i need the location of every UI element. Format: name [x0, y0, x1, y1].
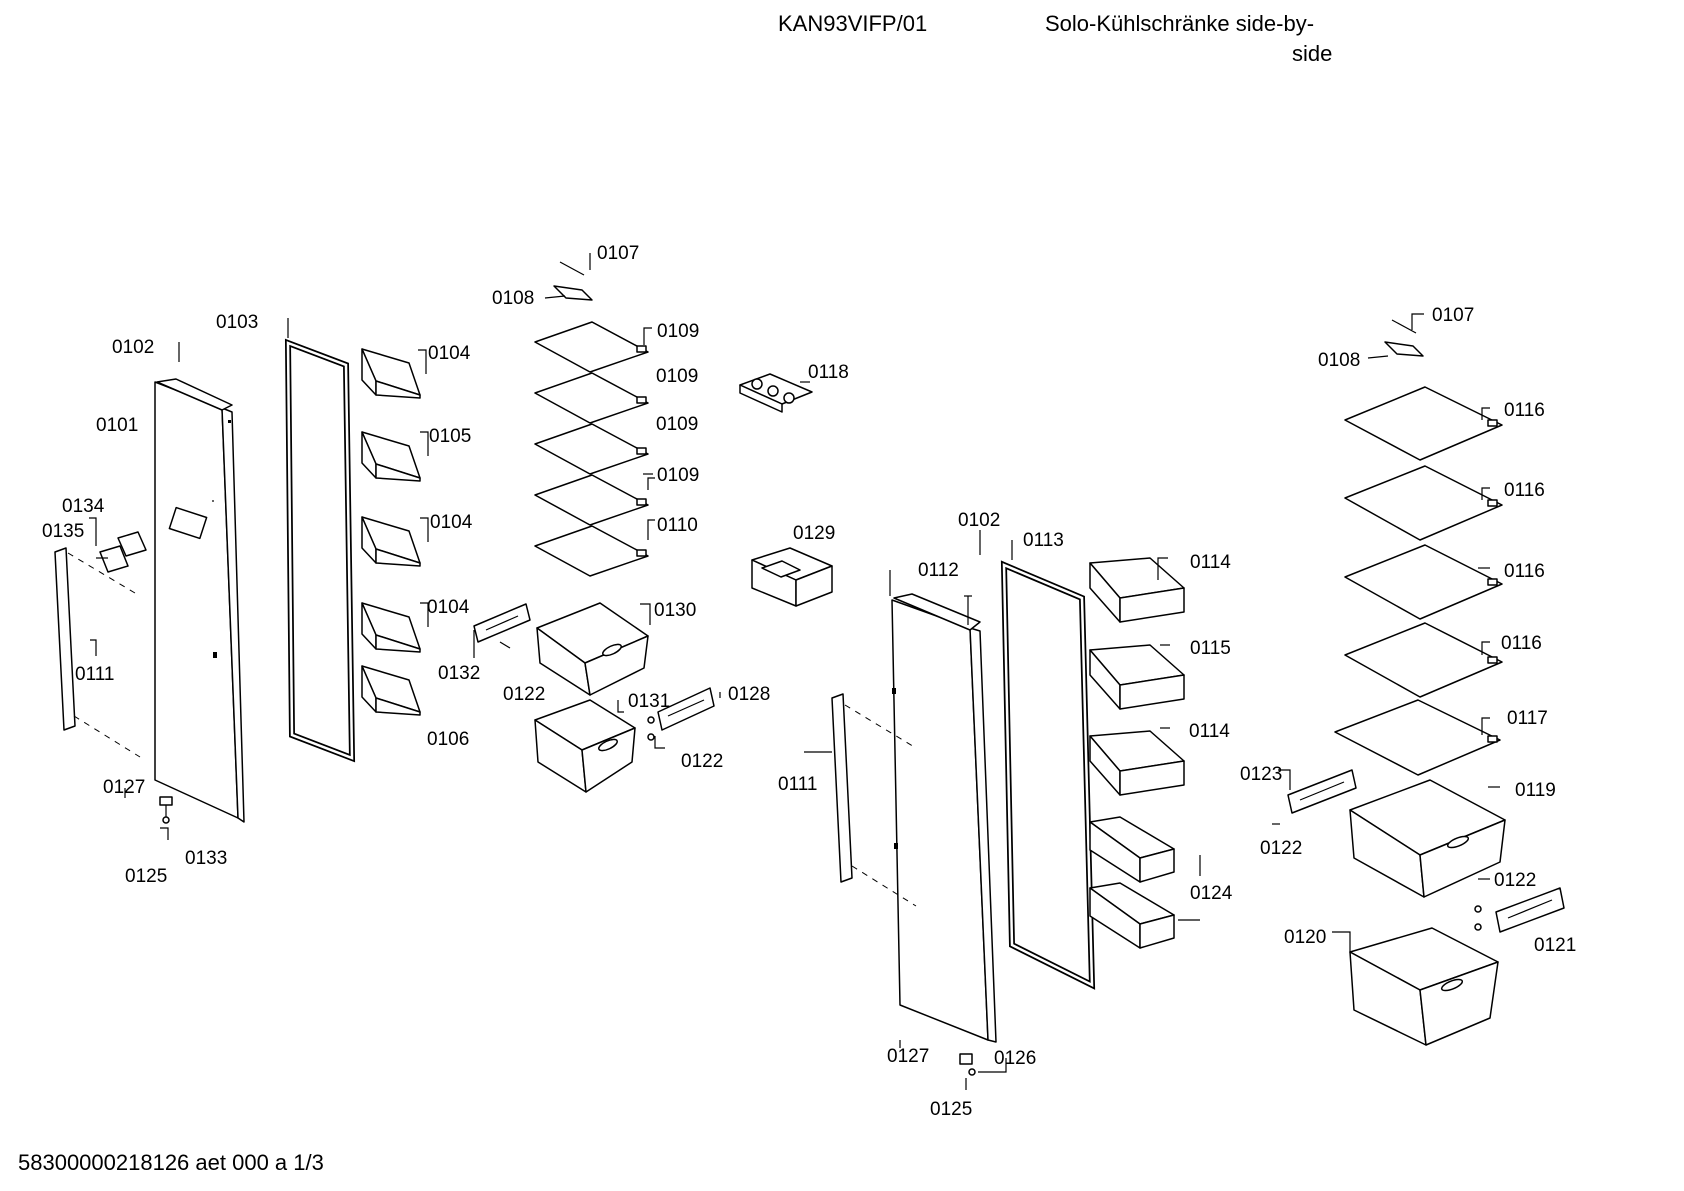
label-0134: 0134 — [62, 496, 105, 517]
label-0105: 0105 — [429, 426, 471, 447]
label-0116: 0116 — [1504, 480, 1545, 501]
drawer-0130 — [536, 602, 649, 696]
label-0106: 0106 — [427, 729, 469, 750]
label-0114: 0114 — [1190, 552, 1231, 573]
label-0123: 0123 — [1240, 764, 1282, 785]
diagram-title-line-2: side — [1292, 41, 1333, 66]
door-gasket-0113 — [1000, 560, 1096, 990]
label-0117: 0117 — [1507, 708, 1548, 729]
label-0119: 0119 — [1515, 780, 1556, 801]
hinge-0126 — [959, 1053, 976, 1076]
label-0111: 0111 — [75, 664, 114, 685]
drawer-0131 — [534, 699, 636, 793]
label-0107: 0107 — [1432, 305, 1474, 326]
label-0118: 0118 — [808, 362, 849, 383]
label-0110: 0110 — [657, 515, 698, 536]
label-0111: 0111 — [778, 774, 817, 795]
label-0103: 0103 — [216, 312, 258, 333]
label-0127: 0127 — [887, 1046, 929, 1067]
module-0129 — [751, 547, 833, 607]
document-id: 58300000218126 aet 000 a 1/3 — [18, 1150, 324, 1175]
label-0120: 0120 — [1284, 927, 1326, 948]
diagram-title-line-1: Solo-Kühlschränke side-by- — [1045, 11, 1315, 36]
label-0129: 0129 — [793, 523, 835, 544]
label-0122: 0122 — [1260, 838, 1302, 859]
label-0104: 0104 — [430, 512, 473, 533]
label-0109: 0109 — [657, 465, 699, 486]
small-parts-0134-0135 — [99, 531, 147, 573]
pin-0107-left — [553, 261, 593, 301]
label-0108: 0108 — [1318, 350, 1360, 371]
pin-0102-right — [964, 595, 972, 625]
label-0127: 0127 — [103, 777, 145, 798]
label-0107: 0107 — [597, 243, 639, 264]
label-0116: 0116 — [1504, 400, 1545, 421]
label-0133: 0133 — [185, 848, 227, 869]
fridge-handle-0111 — [831, 693, 917, 907]
label-0132: 0132 — [438, 663, 480, 684]
label-0131: 0131 — [628, 691, 670, 712]
label-0102: 0102 — [958, 510, 1000, 531]
rail-0128 — [647, 687, 715, 741]
label-0114: 0114 — [1189, 721, 1230, 742]
fridge-door-0112 — [891, 593, 997, 1043]
label-0126: 0126 — [994, 1048, 1036, 1069]
rail-0132 — [473, 603, 531, 643]
label-0116: 0116 — [1501, 633, 1542, 654]
freezer-door-bins — [361, 348, 421, 716]
label-0125: 0125 — [125, 866, 167, 887]
label-0112: 0112 — [918, 560, 959, 581]
label-0135: 0135 — [42, 521, 84, 542]
label-0109: 0109 — [657, 321, 699, 342]
freezer-handle-0111 — [54, 547, 141, 758]
label-0104: 0104 — [427, 597, 470, 618]
label-0102: 0102 — [112, 337, 154, 358]
door-gasket-0103 — [284, 338, 356, 763]
model-number: KAN93VIFP/01 — [778, 11, 928, 36]
label-0125: 0125 — [930, 1099, 972, 1120]
label-0128: 0128 — [728, 684, 770, 705]
hinge-0133 — [159, 796, 173, 824]
leader-lines — [89, 253, 1500, 1090]
label-0130: 0130 — [654, 600, 696, 621]
drawer-0120 — [1349, 927, 1499, 1046]
label-0124: 0124 — [1190, 883, 1233, 904]
rail-0123 — [1287, 769, 1357, 814]
label-0121: 0121 — [1534, 935, 1576, 956]
shelf-stack-left — [534, 321, 649, 577]
label-0113: 0113 — [1023, 530, 1064, 551]
label-0109: 0109 — [656, 414, 698, 435]
label-0115: 0115 — [1190, 638, 1231, 659]
part-labels: 0101 0102 0103 0104 0105 0104 0104 0106 … — [42, 243, 1576, 1120]
label-0122: 0122 — [681, 751, 723, 772]
label-0104: 0104 — [428, 343, 471, 364]
label-0116: 0116 — [1504, 561, 1545, 582]
drawer-0119 — [1349, 779, 1506, 898]
pin-0107-right — [1384, 319, 1424, 357]
fridge-door-bins — [1089, 557, 1185, 949]
label-0101: 0101 — [96, 415, 138, 436]
label-0122: 0122 — [1494, 870, 1536, 891]
label-0122: 0122 — [503, 684, 545, 705]
freezer-door-0101 — [154, 378, 245, 823]
shelf-stack-right — [1334, 386, 1503, 776]
label-0108: 0108 — [492, 288, 534, 309]
ice-tray-0118 — [739, 373, 813, 413]
label-0109: 0109 — [656, 366, 698, 387]
rail-0121 — [1474, 887, 1565, 933]
